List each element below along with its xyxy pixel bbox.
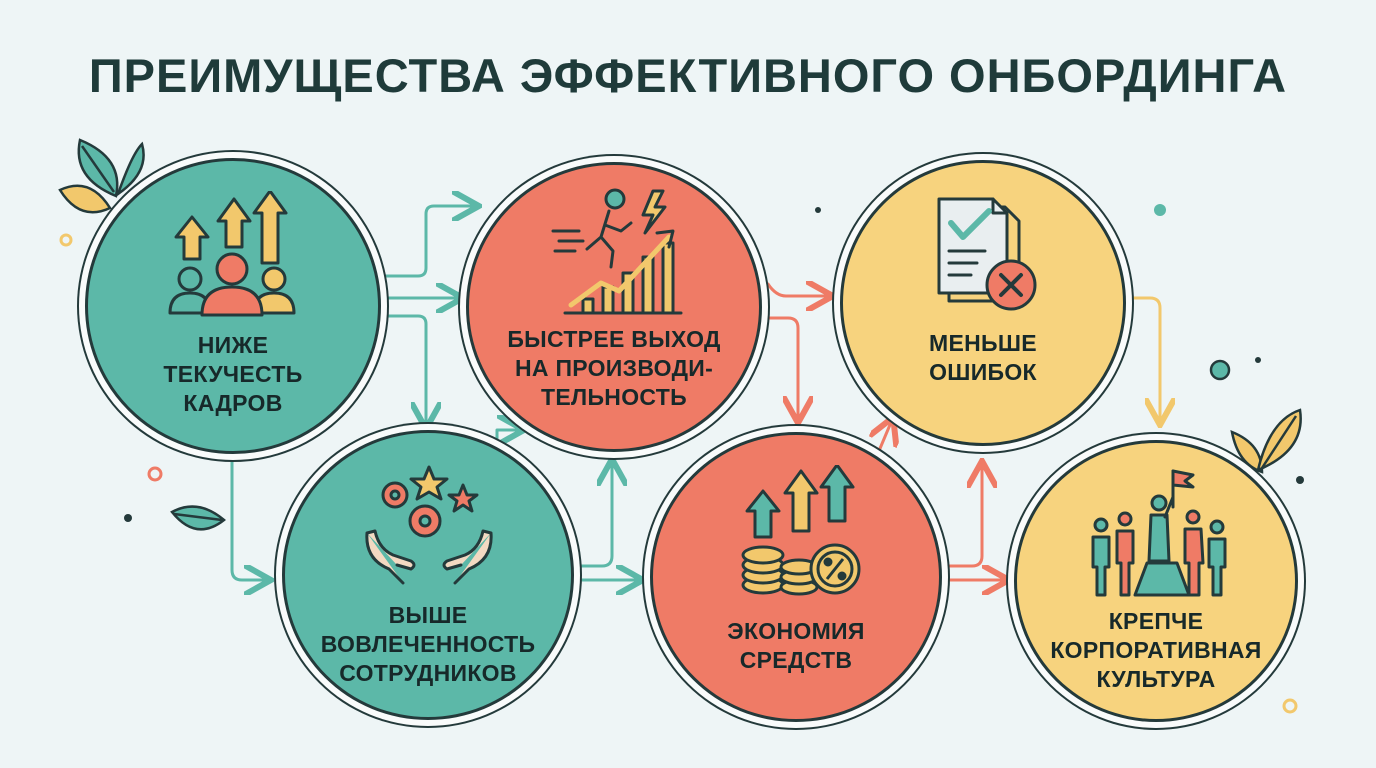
benefit-productivity-label: БЫСТРЕЕ ВЫХОД НА ПРОИЗВОДИ- ТЕЛЬНОСТЬ <box>469 325 759 412</box>
benefit-culture: КРЕПЧЕ КОРПОРАТИВНАЯ КУЛЬТУРА <box>1014 440 1298 722</box>
label-line: ТЕЛЬНОСТЬ <box>541 384 687 410</box>
arrow-turnover-to-engagement <box>382 314 426 426</box>
arrow-productivity-to-errors <box>756 284 830 296</box>
people-growth-arrows-icon <box>168 191 296 317</box>
arrow-turnover-to-productivity-top <box>381 206 476 278</box>
benefit-turnover-label: НИЖЕ ТЕКУЧЕСТЬ КАДРОВ <box>88 331 378 418</box>
benefit-errors-label: МЕНЬШЕ ОШИБОК <box>843 329 1123 387</box>
decorative-dots <box>59 204 1304 714</box>
arrow-turnover-down-to-engagement <box>230 454 268 580</box>
label-line: БЫСТРЕЕ ВЫХОД <box>507 326 721 352</box>
label-line: СОТРУДНИКОВ <box>339 660 517 686</box>
label-line: МЕНЬШЕ <box>929 330 1037 356</box>
label-line: КАДРОВ <box>183 390 283 416</box>
label-line: НИЖЕ <box>197 332 269 358</box>
arrow-errors-to-culture <box>1126 296 1160 422</box>
label-line: КУЛЬТУРА <box>1096 666 1216 692</box>
label-line: ТЕКУЧЕСТЬ <box>163 361 303 387</box>
running-person-growth-chart-icon <box>551 188 683 315</box>
label-line: СРЕДСТВ <box>739 647 853 673</box>
arrow-savings-to-errors-up <box>940 464 982 568</box>
arrow-savings-to-errors <box>876 420 892 460</box>
benefit-engagement-label: ВЫШЕ ВОВЛЕЧЕННОСТЬ СОТРУДНИКОВ <box>285 601 571 688</box>
label-line: НА ПРОИЗВОДИ- <box>514 355 714 381</box>
team-flag-summit-icon <box>1091 469 1227 597</box>
benefit-savings-label: ЭКОНОМИЯ СРЕДСТВ <box>653 617 939 675</box>
arrow-engagement-to-productivity-up <box>572 462 612 568</box>
leaf-decoration-top-left <box>58 138 145 214</box>
hands-gears-stars-icon <box>365 465 493 585</box>
label-line: ВЫШЕ <box>388 602 468 628</box>
label-line: ЭКОНОМИЯ <box>727 618 865 644</box>
label-line: ОШИБОК <box>929 359 1037 385</box>
arrow-productivity-to-savings <box>758 316 798 420</box>
checklist-error-icon <box>937 197 1037 311</box>
benefit-culture-label: КРЕПЧЕ КОРПОРАТИВНАЯ КУЛЬТУРА <box>1017 607 1295 694</box>
coins-percent-arrows-icon <box>741 465 861 596</box>
benefit-errors: МЕНЬШЕ ОШИБОК <box>840 160 1126 446</box>
benefit-productivity: БЫСТРЕЕ ВЫХОД НА ПРОИЗВОДИ- ТЕЛЬНОСТЬ <box>466 162 762 452</box>
label-line: КОРПОРАТИВНАЯ <box>1050 637 1262 663</box>
page-title: ПРЕИМУЩЕСТВА ЭФФЕКТИВНОГО ОНБОРДИНГА <box>88 49 1288 102</box>
benefit-engagement: ВЫШЕ ВОВЛЕЧЕННОСТЬ СОТРУДНИКОВ <box>282 430 574 720</box>
label-line: КРЕПЧЕ <box>1108 608 1204 634</box>
benefit-turnover: НИЖЕ ТЕКУЧЕСТЬ КАДРОВ <box>85 158 381 454</box>
label-line: ВОВЛЕЧЕННОСТЬ <box>320 631 536 657</box>
benefit-savings: ЭКОНОМИЯ СРЕДСТВ <box>650 432 942 722</box>
leaf-decoration-left <box>170 505 226 531</box>
leaf-decoration-right <box>1230 408 1302 474</box>
